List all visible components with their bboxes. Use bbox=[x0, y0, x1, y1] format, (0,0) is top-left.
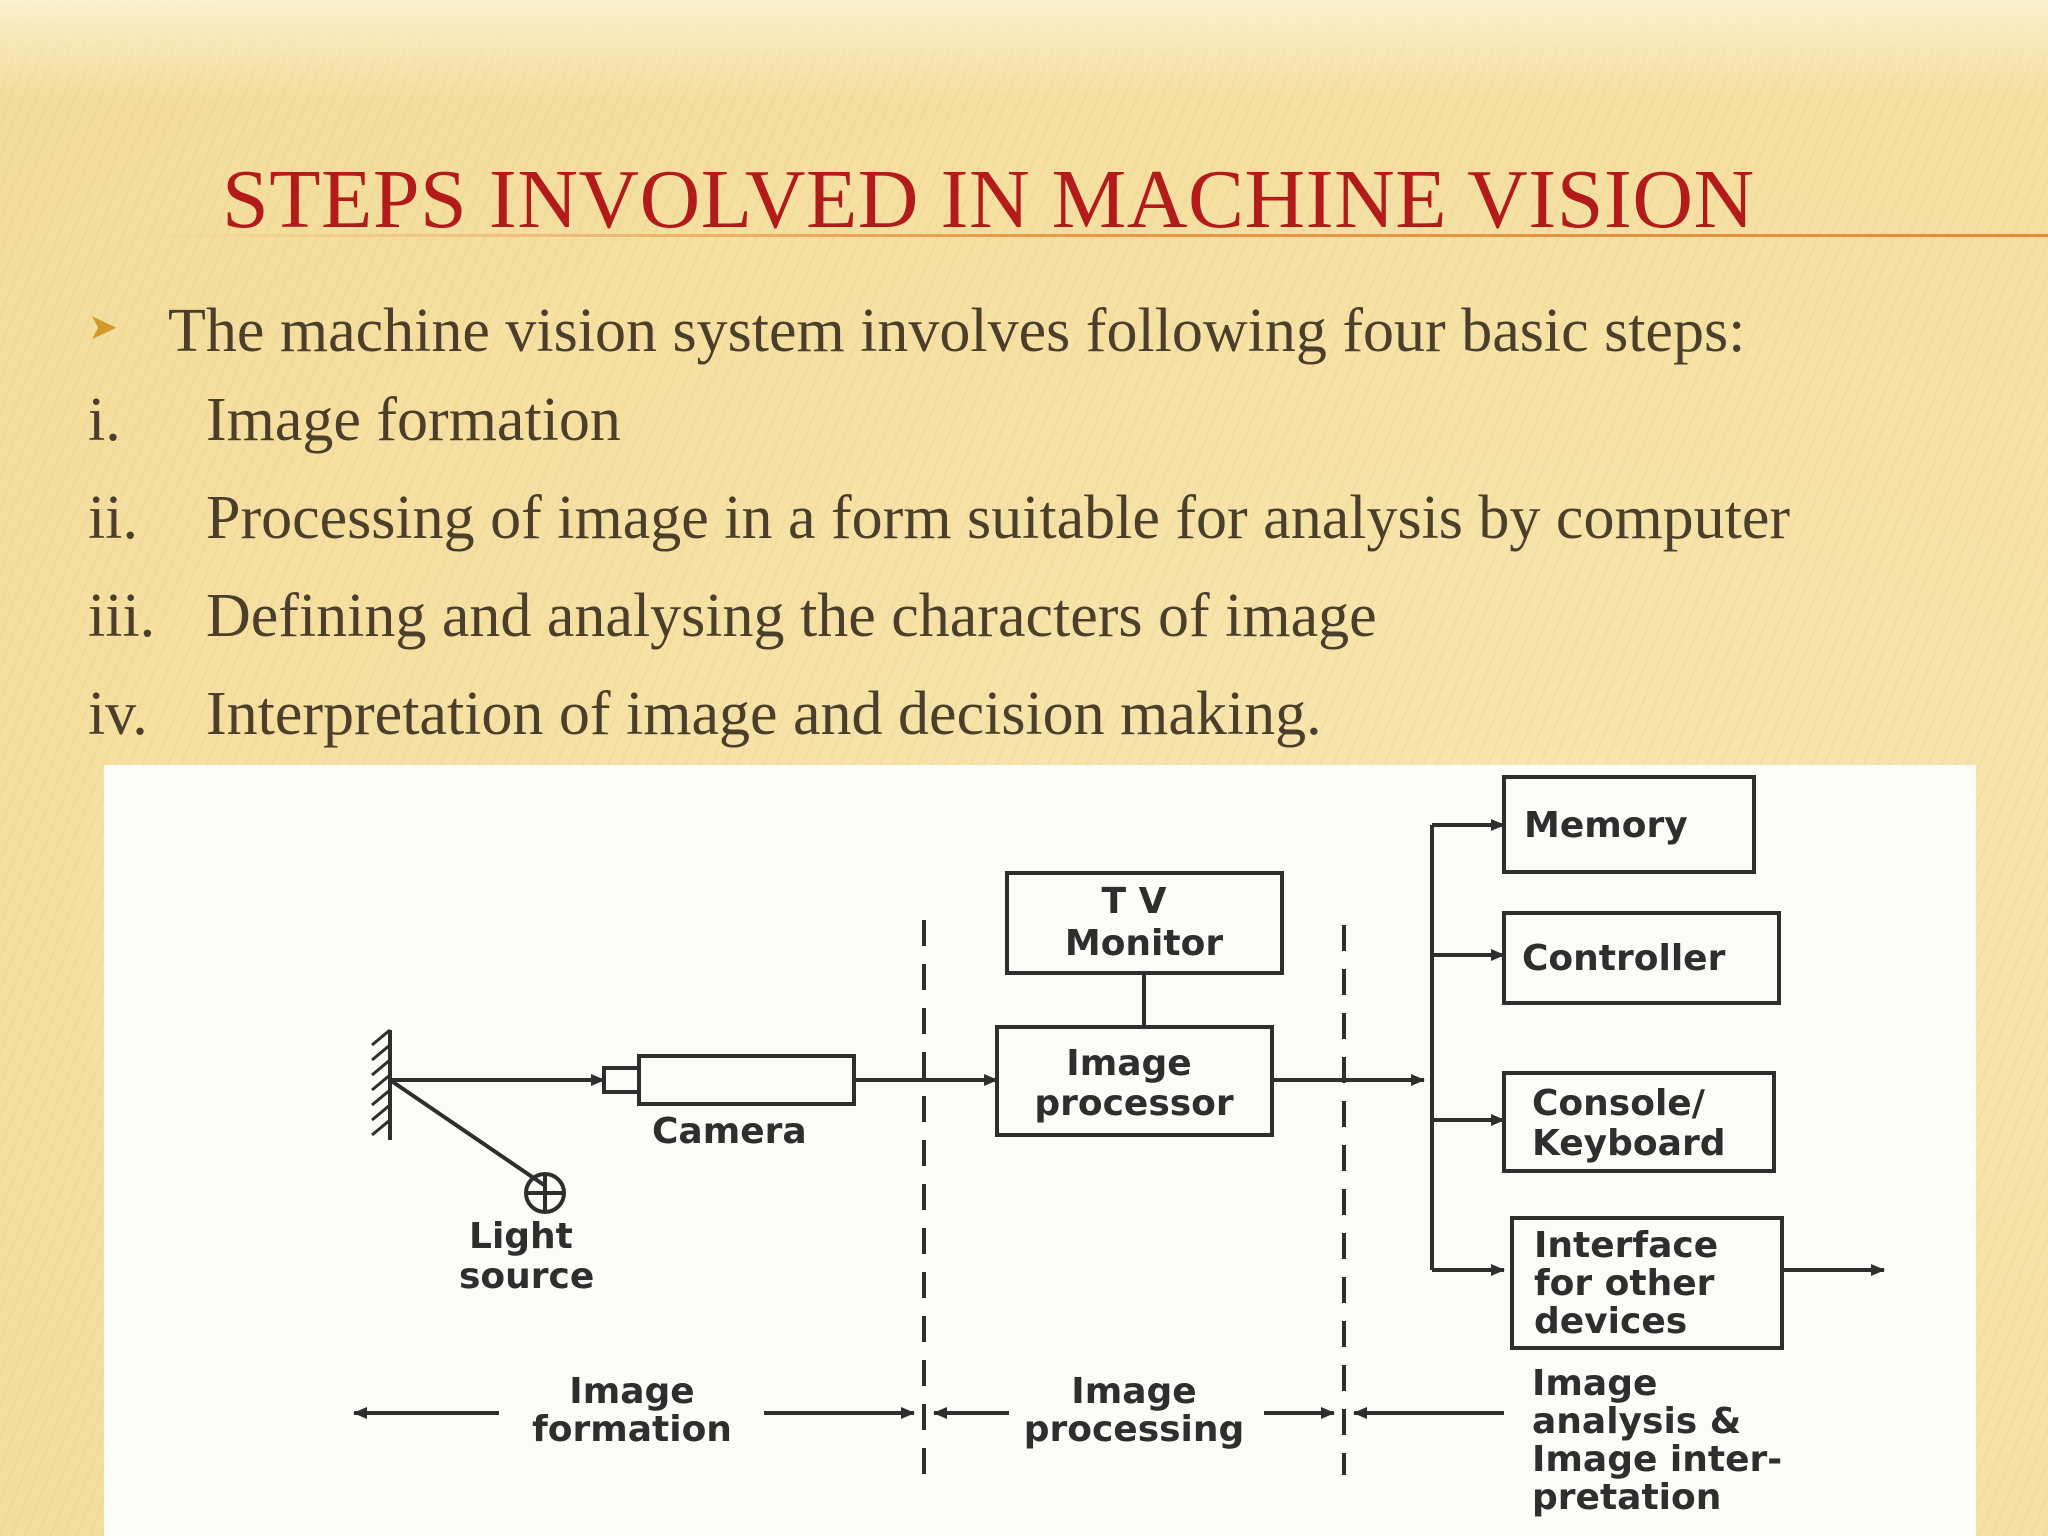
step-item-1: i. Image formation bbox=[88, 385, 621, 455]
arrowhead-bullet-icon: ➤ bbox=[88, 306, 119, 347]
stage-processing-label-1: Image bbox=[1071, 1371, 1196, 1412]
image-processor-label-2: processor bbox=[1034, 1083, 1234, 1124]
step-number: iii. bbox=[88, 582, 156, 650]
console-label-1: Console/ bbox=[1532, 1083, 1706, 1124]
stage-analysis-label-1: Image bbox=[1532, 1363, 1657, 1404]
intro-bullet: ➤ The machine vision system involves foll… bbox=[88, 290, 1745, 365]
step-text: Processing of image in a form suitable f… bbox=[206, 484, 1791, 552]
stage-processing-label-2: processing bbox=[1024, 1409, 1245, 1450]
camera-label: Camera bbox=[652, 1111, 807, 1152]
memory-box bbox=[1502, 775, 1756, 874]
title-underline bbox=[140, 234, 2048, 237]
step-item-2: ii. Processing of image in a form suitabl… bbox=[88, 483, 1790, 553]
step-item-4: iv. Interpretation of image and decision … bbox=[88, 679, 1322, 749]
controller-label: Controller bbox=[1522, 938, 1726, 979]
light-ray bbox=[388, 1078, 546, 1187]
stage-formation-label-2: formation bbox=[532, 1409, 732, 1450]
image-processor-label-1: Image bbox=[1066, 1043, 1191, 1084]
step-number: iv. bbox=[88, 680, 148, 748]
step-number: ii. bbox=[88, 484, 138, 552]
intro-text: The machine vision system involves follo… bbox=[168, 296, 1746, 365]
step-text: Defining and analysing the characters of… bbox=[206, 582, 1377, 650]
console-keyboard-box bbox=[1502, 1071, 1776, 1173]
memory-label: Memory bbox=[1524, 805, 1688, 846]
step-item-3: iii. Defining and analysing the character… bbox=[88, 581, 1377, 651]
camera-body bbox=[637, 1054, 856, 1106]
diagram-svg: Memory Controller T V Monitor Image proc… bbox=[353, 775, 1885, 1518]
stage-analysis-label-2: analysis & bbox=[1532, 1401, 1741, 1442]
top-band bbox=[0, 0, 2048, 100]
tv-monitor-label-2: Monitor bbox=[1065, 923, 1223, 964]
stage-analysis-label-4: pretation bbox=[1532, 1477, 1721, 1518]
step-text: Image formation bbox=[206, 386, 621, 454]
interface-label-1: Interface bbox=[1534, 1225, 1718, 1266]
step-text: Interpretation of image and decision mak… bbox=[206, 680, 1322, 748]
interface-box bbox=[1510, 1216, 1784, 1350]
stage-formation-label-1: Image bbox=[569, 1371, 694, 1412]
interface-label-3: devices bbox=[1534, 1301, 1687, 1342]
light-source-label-2: source bbox=[459, 1256, 594, 1297]
camera-lens bbox=[602, 1066, 641, 1094]
wall-hatching bbox=[371, 1028, 391, 1137]
interface-label-2: for other bbox=[1534, 1263, 1715, 1304]
console-label-2: Keyboard bbox=[1532, 1123, 1725, 1164]
tv-monitor-label-1: T V bbox=[1102, 881, 1167, 922]
light-source-label-1: Light bbox=[469, 1216, 573, 1257]
slide-title: STEPS INVOLVED IN MACHINE VISION bbox=[222, 153, 1755, 246]
stage-analysis-label-3: Image inter- bbox=[1532, 1439, 1782, 1480]
step-number: i. bbox=[88, 386, 121, 454]
controller-box bbox=[1502, 911, 1781, 1005]
machine-vision-diagram: Memory Controller T V Monitor Image proc… bbox=[104, 765, 1976, 1536]
